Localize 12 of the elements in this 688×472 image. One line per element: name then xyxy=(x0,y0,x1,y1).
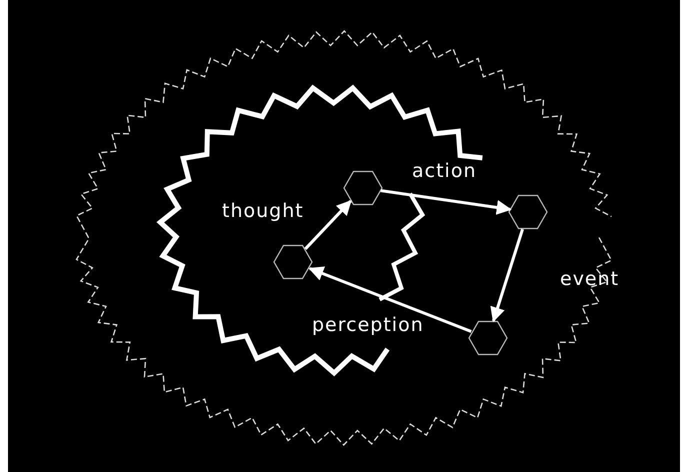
hexagon xyxy=(343,168,383,208)
hexagon xyxy=(468,318,508,358)
arrow xyxy=(380,189,512,215)
label: action xyxy=(412,160,476,182)
label: perception xyxy=(312,314,424,336)
hexagon xyxy=(508,192,548,232)
arrow xyxy=(308,266,472,333)
label: thought xyxy=(222,200,304,222)
arrow xyxy=(304,200,352,250)
hexagon xyxy=(273,242,313,282)
label: event xyxy=(560,268,620,290)
arrow xyxy=(490,228,524,322)
